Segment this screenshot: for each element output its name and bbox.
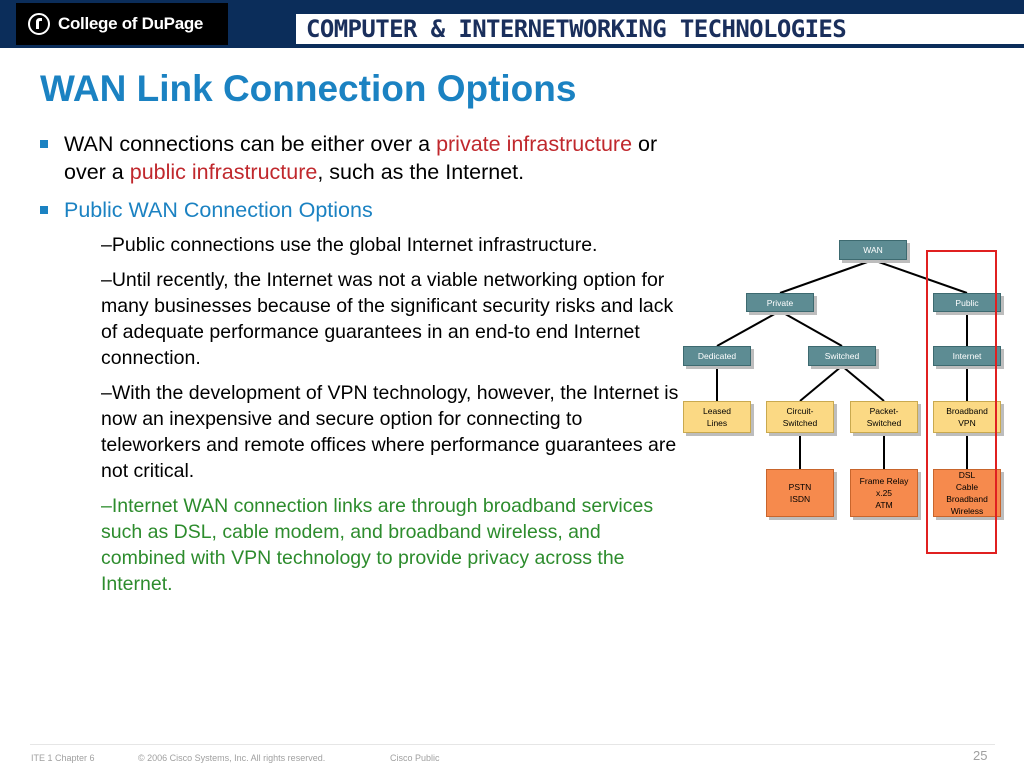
- node-pstn-isdn: PSTN ISDN: [766, 469, 834, 517]
- college-logo-icon: [28, 13, 50, 35]
- node-packet-line-1: Packet-: [869, 406, 899, 416]
- bullet1-text-1: WAN connections can be either over a: [64, 132, 437, 156]
- slide-title: WAN Link Connection Options: [40, 68, 577, 109]
- bullet2-label: Public WAN Connection Options: [64, 198, 373, 222]
- node-private: Private: [746, 293, 814, 312]
- slide-content: WAN connections can be either over a pri…: [38, 130, 678, 606]
- bullet1-private-infrastructure: private infrastructure: [436, 132, 633, 156]
- logo-text: College of DuPage: [58, 14, 204, 33]
- node-pstn-line-2: ISDN: [789, 494, 811, 504]
- node-frame-line-3: ATM: [875, 500, 893, 510]
- bullet-public-wan-options: Public WAN Connection Options: [38, 196, 678, 224]
- node-wan: WAN: [839, 240, 907, 260]
- node-leased-line-2: Lines: [706, 418, 728, 428]
- node-leased-line-1: Leased: [703, 406, 731, 416]
- node-frame-line-1: Frame Relay: [859, 476, 909, 486]
- diagram-connector-lines: [716, 259, 968, 469]
- node-packet-switched: Packet- Switched: [850, 401, 918, 433]
- node-packet-line-2: Switched: [866, 418, 902, 428]
- sub-bullet-broadband: –Internet WAN connection links are throu…: [101, 495, 654, 595]
- department-banner: COMPUTER & INTERNETWORKING TECHNOLOGIES: [296, 14, 1024, 44]
- node-dsl-line-2: Cable: [955, 482, 979, 492]
- sub-bullet: –Public connections use the global Inter…: [101, 234, 598, 256]
- bullet1-text-5: , such as the Internet.: [317, 160, 525, 184]
- node-switched: Switched: [808, 346, 876, 366]
- header-bar: College of DuPage COMPUTER & INTERNETWOR…: [0, 0, 1024, 48]
- node-frame-line-2: x.25: [875, 488, 893, 498]
- node-broadband-line-1: Broadband: [946, 406, 988, 416]
- banner-text: COMPUTER & INTERNETWORKING TECHNOLOGIES: [306, 15, 847, 43]
- node-broadband-line-2: VPN: [958, 418, 976, 428]
- bullet-wan-connections: WAN connections can be either over a pri…: [38, 130, 678, 186]
- page-number: 25: [973, 748, 988, 763]
- footer-chapter: ITE 1 Chapter 6: [31, 753, 95, 763]
- wan-options-diagram: WAN Private Public Dedicated Switched In…: [676, 230, 1024, 570]
- sub-bullets: –Public connections use the global Inter…: [101, 232, 681, 597]
- bullet-square-icon: [40, 206, 48, 214]
- sub-bullet: –Until recently, the Internet was not a …: [101, 269, 674, 369]
- sub-bullet: –With the development of VPN technology,…: [101, 382, 679, 482]
- node-circuit-switched: Circuit- Switched: [766, 401, 834, 433]
- college-logo: College of DuPage: [16, 3, 228, 45]
- node-public: Public: [933, 293, 1001, 312]
- footer-classification: Cisco Public: [390, 753, 440, 763]
- node-dedicated: Dedicated: [683, 346, 751, 366]
- footer-copyright: © 2006 Cisco Systems, Inc. All rights re…: [138, 753, 326, 763]
- node-dsl-line-3: Broadband Wireless: [946, 494, 988, 516]
- node-pstn-line-1: PSTN: [788, 482, 812, 492]
- bullet1-text-3: or over a: [64, 132, 658, 184]
- footer-divider: [30, 744, 995, 745]
- node-dsl-line-1: DSL: [958, 470, 976, 480]
- bullet-square-icon: [40, 140, 48, 148]
- bullet1-public-infrastructure: public infrastructure: [129, 160, 318, 184]
- node-internet: Internet: [933, 346, 1001, 366]
- node-circuit-line-1: Circuit-: [786, 406, 814, 416]
- node-circuit-line-2: Switched: [782, 418, 818, 428]
- public-branch-highlight: [926, 250, 997, 554]
